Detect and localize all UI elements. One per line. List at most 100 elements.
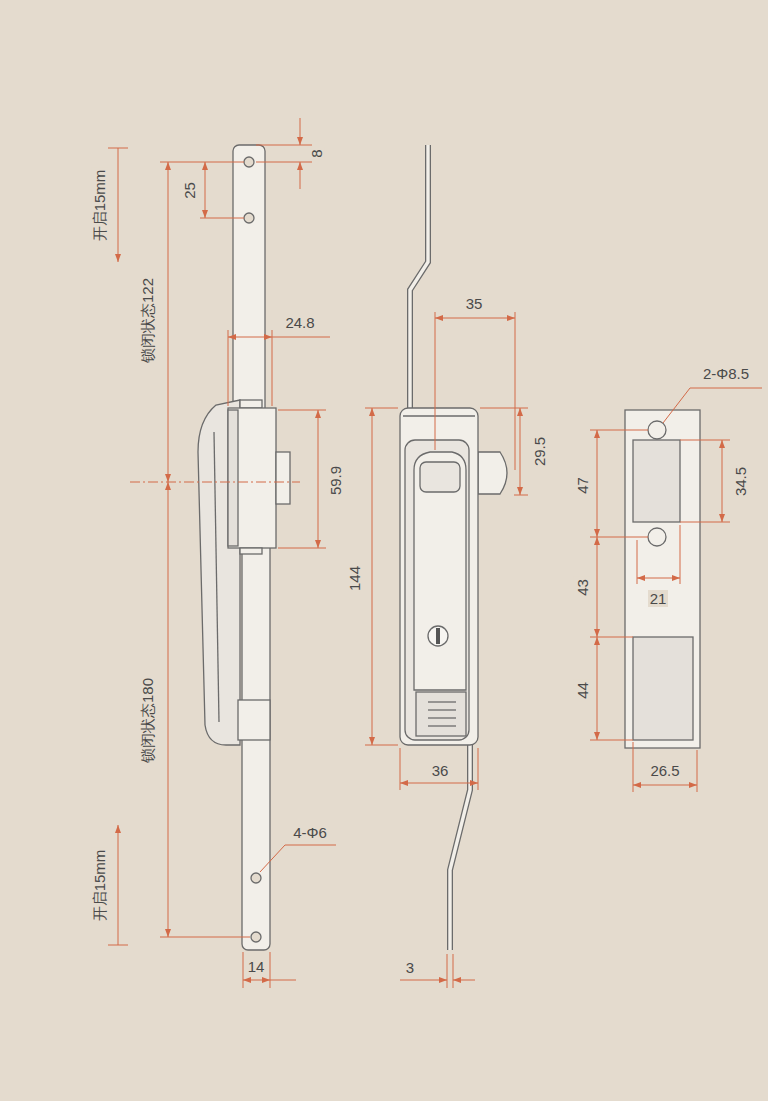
front-view-part bbox=[428, 701, 456, 702]
side-view-part bbox=[228, 408, 276, 548]
cutout-view-part bbox=[648, 421, 666, 439]
front-dimensions-part bbox=[365, 745, 398, 746]
cutout-dimensions-part bbox=[680, 525, 681, 584]
dimension-label: 3 bbox=[404, 959, 416, 976]
side-dimensions-part bbox=[260, 845, 336, 872]
front-view-part bbox=[428, 709, 456, 710]
front-view-part bbox=[410, 145, 428, 410]
front-dimensions-part bbox=[514, 495, 528, 496]
dimension-label: 21 bbox=[648, 590, 669, 607]
front-view-part bbox=[405, 440, 469, 740]
side-dimensions-part bbox=[228, 337, 272, 338]
side-view-part bbox=[242, 540, 270, 950]
dimension-label: 25 bbox=[181, 180, 198, 201]
dimension-label: 26.5 bbox=[648, 762, 681, 779]
side-view-part bbox=[251, 873, 261, 883]
front-dimensions-part bbox=[520, 408, 521, 495]
cutout-view bbox=[625, 410, 700, 748]
dimension-label: 14 bbox=[246, 958, 267, 975]
cutout-dimensions-part bbox=[590, 637, 633, 638]
front-dimensions-part bbox=[453, 954, 454, 988]
side-dimensions-part bbox=[118, 825, 119, 945]
cutout-dimensions-part bbox=[697, 750, 698, 792]
side-view-part bbox=[233, 145, 265, 415]
dimension-label: 开启15mm bbox=[92, 847, 109, 923]
front-view-part bbox=[428, 725, 456, 726]
front-dimensions-part bbox=[400, 980, 447, 981]
cutout-dimensions-part bbox=[597, 537, 598, 637]
front-view-part bbox=[436, 628, 440, 644]
front-dimensions-part bbox=[453, 980, 475, 981]
side-dimensions-part bbox=[200, 218, 244, 219]
front-dimensions-part bbox=[372, 408, 373, 745]
dimension-label: 35 bbox=[464, 295, 485, 312]
side-view-part bbox=[251, 932, 261, 942]
front-dimensions-part bbox=[400, 748, 401, 790]
dimension-label: 34.5 bbox=[732, 464, 749, 497]
side-dimensions-part bbox=[243, 952, 244, 988]
side-dimensions-part bbox=[130, 482, 300, 483]
side-dimensions-part bbox=[205, 162, 206, 218]
side-dimensions bbox=[108, 118, 336, 988]
side-dimensions-part bbox=[168, 162, 169, 482]
side-dimensions-part bbox=[200, 162, 244, 163]
front-view-part bbox=[478, 452, 507, 494]
cutout-dimensions bbox=[590, 388, 762, 792]
dimension-label: 43 bbox=[574, 577, 591, 598]
dimension-label: 44 bbox=[574, 680, 591, 701]
side-dimensions-part bbox=[270, 952, 271, 988]
front-dimensions-part bbox=[447, 954, 448, 988]
side-dimensions-part bbox=[160, 937, 250, 938]
cutout-view-part bbox=[625, 410, 700, 748]
side-dimensions-part bbox=[270, 980, 296, 981]
dimension-label: 36 bbox=[430, 762, 451, 779]
dimension-label: 24.8 bbox=[283, 314, 316, 331]
side-dimensions-part bbox=[168, 482, 169, 937]
front-dimensions-part bbox=[400, 783, 478, 784]
front-dimensions-part bbox=[515, 312, 516, 470]
side-view-part bbox=[276, 452, 290, 504]
side-view bbox=[198, 145, 290, 950]
dimension-label: 8 bbox=[308, 147, 325, 159]
cutout-dimensions-part bbox=[590, 430, 648, 431]
front-dimensions-part bbox=[478, 748, 479, 790]
side-view-part bbox=[238, 700, 270, 740]
cutout-dimensions-part bbox=[590, 740, 633, 741]
front-dimensions-part bbox=[365, 408, 398, 409]
cutout-dimensions-part bbox=[637, 540, 638, 584]
side-dimensions-part bbox=[318, 410, 319, 548]
front-view-part bbox=[428, 717, 456, 718]
side-dimensions-part bbox=[278, 410, 326, 411]
front-view-part bbox=[416, 692, 466, 736]
dimension-label: 29.5 bbox=[531, 434, 548, 467]
side-dimensions-part bbox=[256, 162, 312, 163]
front-dimensions-part bbox=[480, 408, 528, 409]
side-dimensions-part bbox=[272, 330, 273, 406]
front-dimensions-part bbox=[435, 312, 436, 450]
dimension-label: 47 bbox=[574, 475, 591, 496]
dimension-label: 开启15mm bbox=[92, 167, 109, 243]
side-view-part bbox=[244, 157, 254, 167]
dimension-label: 锁闭状态180 bbox=[140, 675, 157, 764]
side-view-part bbox=[240, 548, 262, 554]
side-view-part bbox=[228, 410, 238, 546]
front-view-part bbox=[450, 744, 470, 950]
side-dimensions-part bbox=[278, 548, 326, 549]
side-view-part bbox=[198, 400, 240, 745]
dimension-label: 锁闭状态122 bbox=[140, 275, 157, 364]
dimension-label: 2-Φ8.5 bbox=[701, 365, 751, 382]
front-view-part bbox=[403, 415, 475, 416]
cutout-dimensions-part bbox=[597, 637, 598, 740]
front-view-part bbox=[428, 626, 448, 646]
side-view-part bbox=[240, 400, 262, 408]
side-view-part bbox=[244, 213, 254, 223]
side-dimensions-part bbox=[118, 148, 119, 262]
side-dimensions-part bbox=[243, 980, 270, 981]
cutout-view-part bbox=[648, 528, 666, 546]
cutout-dimensions-part bbox=[590, 537, 648, 538]
dimension-label: 59.9 bbox=[327, 463, 344, 496]
front-view-part bbox=[410, 145, 428, 410]
cutout-dimensions-part bbox=[597, 430, 598, 537]
